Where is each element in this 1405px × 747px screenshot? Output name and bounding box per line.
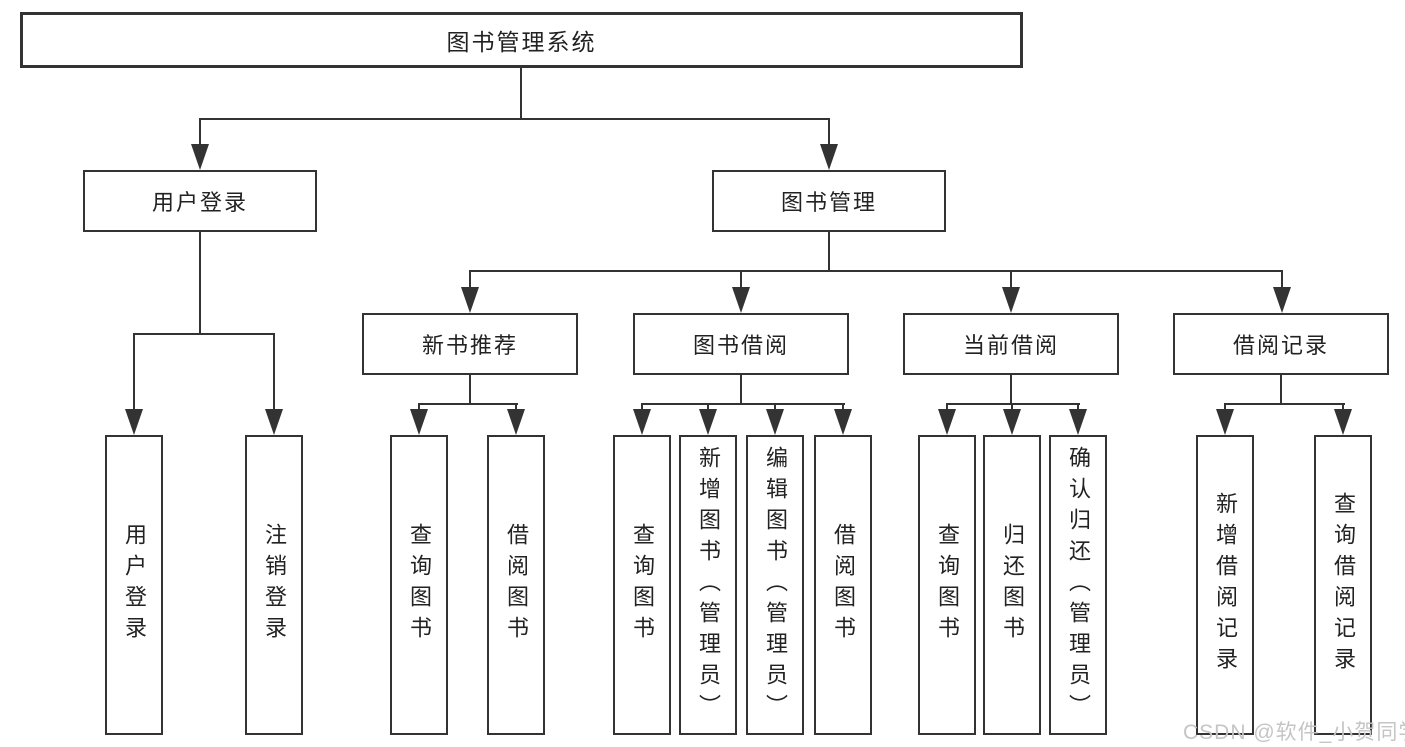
v-stem <box>774 403 776 413</box>
arrowhead-icon <box>191 144 209 170</box>
arrowhead-icon <box>1273 287 1291 313</box>
v-stem <box>828 118 830 152</box>
leaf-edit-book-admin: 编辑图书（管理员） <box>746 435 804 735</box>
leaf-label: 新增借阅记录 <box>1213 492 1238 678</box>
arrowhead-icon <box>507 409 525 435</box>
arrowhead-icon <box>633 409 651 435</box>
v-stem <box>273 333 275 413</box>
arrowhead-icon <box>834 409 852 435</box>
node-library-management-system: 图书管理系统 <box>20 12 1023 68</box>
leaf-logout: 注销登录 <box>245 435 303 735</box>
v-stem <box>1224 403 1226 413</box>
node-label: 图书借阅 <box>692 333 789 358</box>
leaf-label: 借阅图书 <box>504 523 529 647</box>
v-stem <box>133 333 135 413</box>
v-stem <box>842 403 844 413</box>
v-stem <box>1011 403 1013 413</box>
v-line <box>199 232 201 335</box>
arrowhead-icon <box>766 409 784 435</box>
leaf-borrow-books-borrowing: 借阅图书 <box>814 435 872 735</box>
v-line <box>1010 375 1012 405</box>
v-stem <box>418 403 420 413</box>
leaf-user-login: 用户登录 <box>105 435 163 735</box>
v-stem <box>946 403 948 413</box>
h-line <box>946 403 1080 405</box>
leaf-query-books-current: 查询图书 <box>918 435 976 735</box>
v-stem <box>1342 403 1344 413</box>
node-label: 新书推荐 <box>421 333 518 358</box>
leaf-label: 编辑图书（管理员） <box>763 445 788 725</box>
leaf-label: 借阅图书 <box>831 523 856 647</box>
v-stem <box>707 403 709 413</box>
leaf-label: 查询图书 <box>935 523 960 647</box>
v-stem <box>1077 403 1079 413</box>
leaf-query-borrow-record: 查询借阅记录 <box>1314 435 1372 735</box>
h-line <box>1224 403 1345 405</box>
v-line <box>740 375 742 405</box>
leaf-borrow-books-recommend: 借阅图书 <box>487 435 545 735</box>
v-stem <box>515 403 517 413</box>
arrowhead-icon <box>820 144 838 170</box>
leaf-label: 确认归还（管理员） <box>1066 445 1091 725</box>
node-label: 借阅记录 <box>1232 333 1329 358</box>
arrowhead-icon <box>265 409 283 435</box>
leaf-label: 用户登录 <box>122 523 147 647</box>
arrowhead-icon <box>1002 287 1020 313</box>
arrowhead-icon <box>410 409 428 435</box>
leaf-label: 查询借阅记录 <box>1331 492 1356 678</box>
leaf-label: 注销登录 <box>262 523 287 647</box>
arrowhead-icon <box>1216 409 1234 435</box>
arrowhead-icon <box>732 287 750 313</box>
v-line <box>469 375 471 405</box>
v-stem <box>740 270 742 290</box>
node-user-login: 用户登录 <box>83 170 317 232</box>
arrowhead-icon <box>1003 409 1021 435</box>
arrowhead-icon <box>938 409 956 435</box>
arrowhead-icon <box>125 409 143 435</box>
leaf-add-book-admin: 新增图书（管理员） <box>679 435 737 735</box>
v-stem <box>199 118 201 152</box>
node-new-book-recommendation: 新书推荐 <box>362 313 578 375</box>
leaf-confirm-return-admin: 确认归还（管理员） <box>1049 435 1107 735</box>
arrowhead-icon <box>1334 409 1352 435</box>
arrowhead-icon <box>461 287 479 313</box>
arrowhead-icon <box>1069 409 1087 435</box>
node-label: 图书管理 <box>780 190 877 215</box>
v-line <box>828 232 830 272</box>
h-line <box>641 403 845 405</box>
node-book-management: 图书管理 <box>712 170 946 232</box>
leaf-label: 查询图书 <box>407 523 432 647</box>
leaf-query-books-borrowing: 查询图书 <box>613 435 671 735</box>
leaf-label: 归还图书 <box>1000 523 1025 647</box>
arrowhead-icon <box>699 409 717 435</box>
v-line <box>1280 375 1282 405</box>
node-label: 当前借阅 <box>962 333 1059 358</box>
csdn-watermark: CSDN @软件_小贺同学 <box>1183 721 1405 744</box>
v-stem <box>1281 270 1283 290</box>
leaf-return-books: 归还图书 <box>983 435 1041 735</box>
node-current-borrowing: 当前借阅 <box>903 313 1119 375</box>
h-line <box>133 333 275 335</box>
node-label: 图书管理系统 <box>446 29 597 55</box>
v-line <box>520 68 522 120</box>
v-stem <box>641 403 643 413</box>
v-stem <box>469 270 471 290</box>
node-label: 用户登录 <box>151 190 248 215</box>
leaf-add-borrow-record: 新增借阅记录 <box>1196 435 1254 735</box>
leaf-label: 查询图书 <box>630 523 655 647</box>
v-stem <box>1010 270 1012 290</box>
leaf-query-books-recommend: 查询图书 <box>390 435 448 735</box>
node-borrowing-records: 借阅记录 <box>1173 313 1389 375</box>
h-line <box>418 403 518 405</box>
h-line <box>199 118 830 120</box>
leaf-label: 新增图书（管理员） <box>696 445 721 725</box>
node-book-borrowing: 图书借阅 <box>633 313 849 375</box>
h-line <box>469 270 1283 272</box>
